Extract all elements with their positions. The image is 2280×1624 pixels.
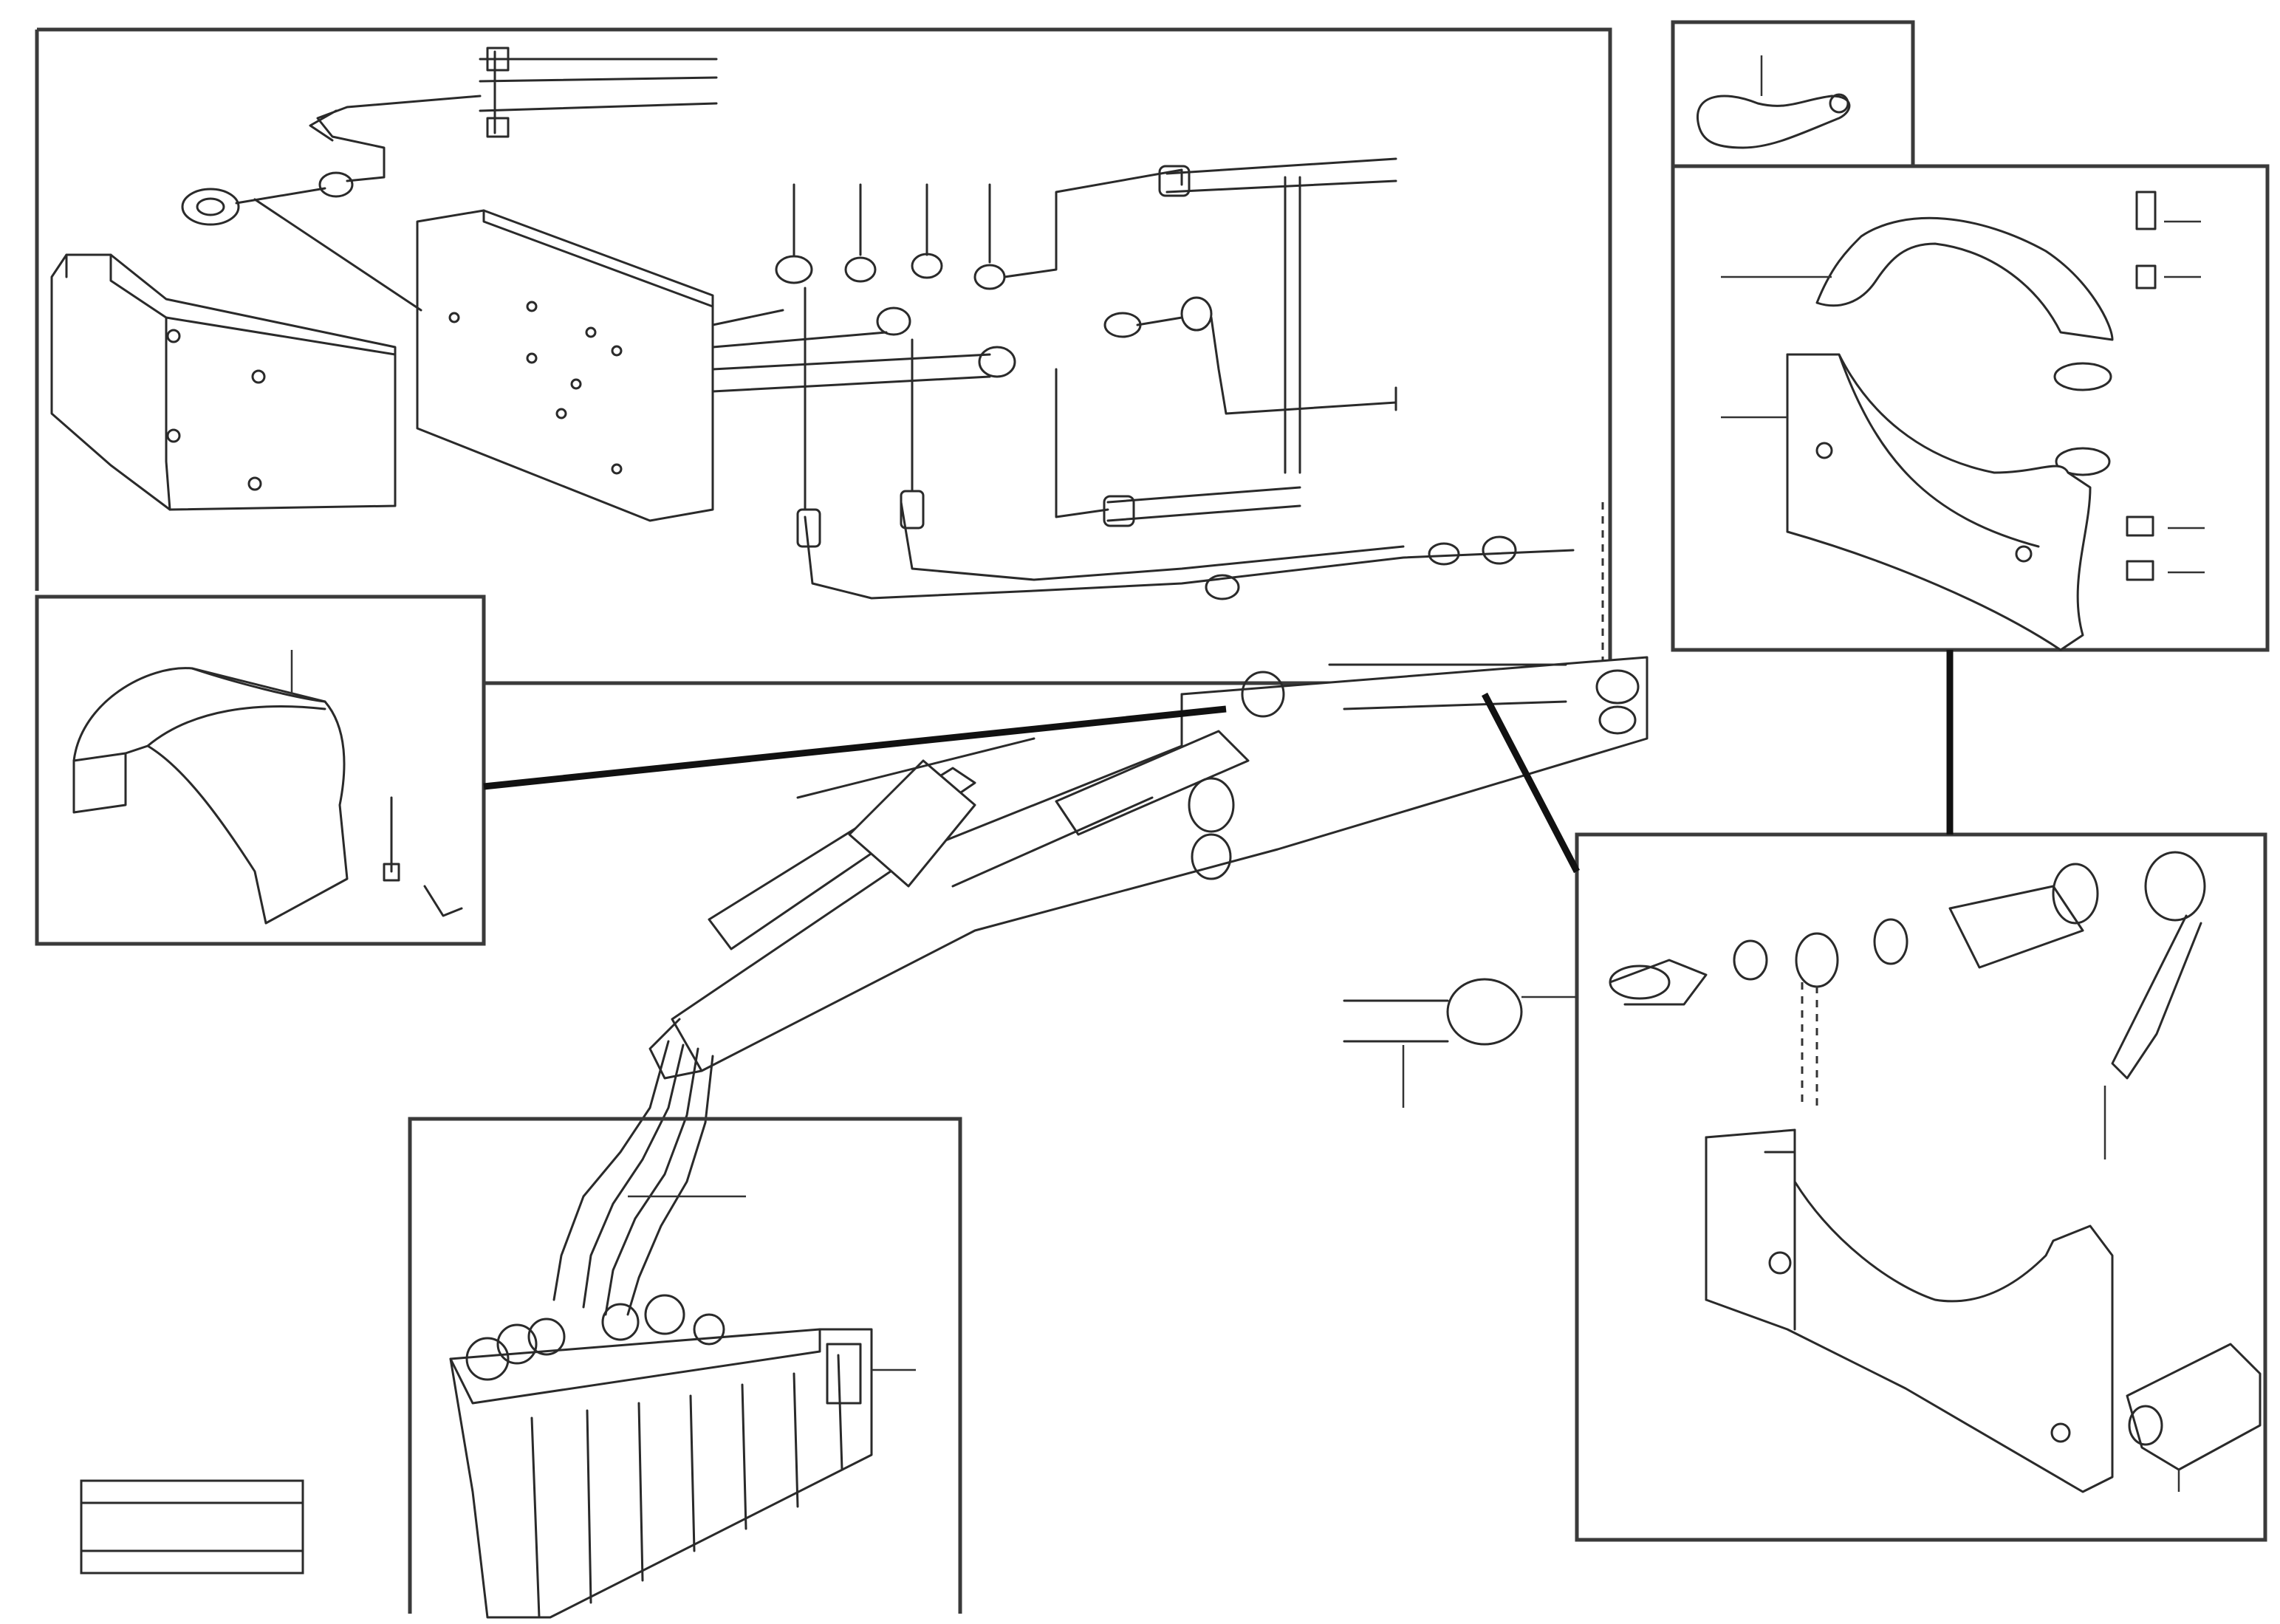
- cover-block-left: [50, 253, 397, 511]
- valve-block: [416, 209, 714, 522]
- lever-bank-inset: [408, 1117, 962, 1619]
- top-hose-assembly: [181, 47, 718, 312]
- boom-arm: [648, 656, 1649, 1080]
- fitting-row: [711, 168, 1397, 518]
- switch-bracket-inset: [1575, 832, 2267, 1542]
- loose-fitting: [1343, 978, 1577, 1108]
- cover-inset: [35, 595, 486, 946]
- inset-connectors: [483, 650, 1954, 874]
- hose-bundle: [552, 1040, 714, 1316]
- clip-inset: [1671, 20, 1915, 170]
- clamp-inset: [1671, 164, 2270, 652]
- hose-lines: [796, 157, 1604, 665]
- reference-stamp: [80, 1479, 304, 1575]
